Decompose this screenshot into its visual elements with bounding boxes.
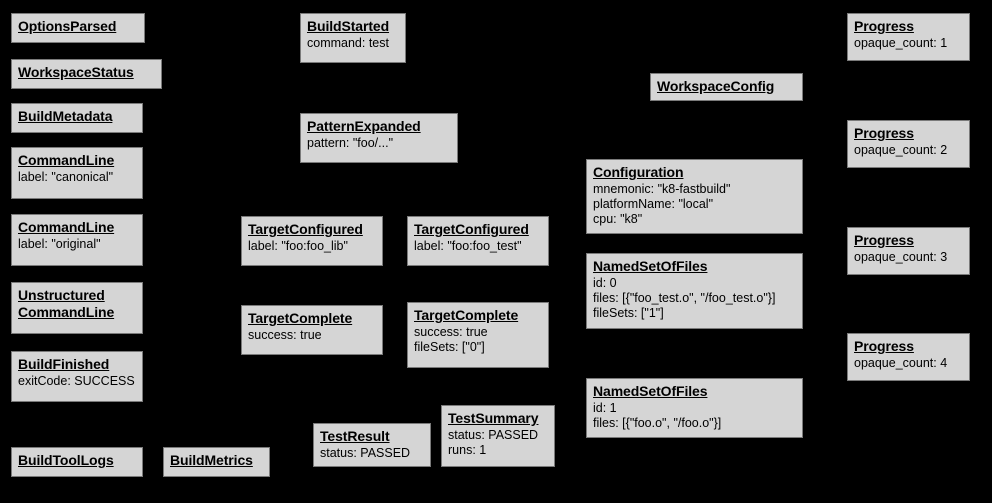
node-target-configured-lib[interactable]: TargetConfigured label: "foo:foo_lib" — [241, 216, 383, 266]
node-named-set-of-files-0[interactable]: NamedSetOfFiles id: 0 files: [{"foo_test.… — [586, 253, 803, 329]
node-fields: command: test — [307, 36, 389, 50]
node-unstructured-command-line[interactable]: Unstructured CommandLine — [11, 282, 143, 334]
node-title: Unstructured CommandLine — [18, 287, 115, 320]
node-fields: success: true — [248, 328, 322, 342]
node-title: NamedSetOfFiles — [593, 258, 708, 274]
node-build-started[interactable]: BuildStarted command: test — [300, 13, 406, 63]
node-target-complete-test[interactable]: TargetComplete success: true fileSets: ["… — [407, 302, 549, 368]
node-command-line-canonical[interactable]: CommandLine label: "canonical" — [11, 147, 143, 199]
node-fields: id: 1 files: [{"foo.o", "/foo.o"}] — [593, 401, 722, 430]
node-title: BuildStarted — [307, 18, 390, 34]
node-target-complete-lib[interactable]: TargetComplete success: true — [241, 305, 383, 355]
node-progress-2[interactable]: Progress opaque_count: 2 — [847, 120, 970, 168]
node-fields: status: PASSED — [320, 446, 411, 460]
node-title: TestResult — [320, 428, 390, 444]
node-fields: label: "original" — [18, 237, 101, 251]
node-title: PatternExpanded — [307, 118, 421, 134]
node-fields: opaque_count: 3 — [854, 250, 948, 264]
node-progress-4[interactable]: Progress opaque_count: 4 — [847, 333, 970, 381]
node-build-metrics[interactable]: BuildMetrics — [163, 447, 270, 477]
node-title: NamedSetOfFiles — [593, 383, 708, 399]
node-test-result[interactable]: TestResult status: PASSED — [313, 423, 431, 467]
node-title: WorkspaceConfig — [657, 78, 775, 94]
node-build-tool-logs[interactable]: BuildToolLogs — [11, 447, 143, 477]
node-progress-3[interactable]: Progress opaque_count: 3 — [847, 227, 970, 275]
node-build-metadata[interactable]: BuildMetadata — [11, 103, 143, 133]
node-fields: label: "canonical" — [18, 170, 114, 184]
node-fields: opaque_count: 2 — [854, 143, 948, 157]
node-test-summary[interactable]: TestSummary status: PASSED runs: 1 — [441, 405, 555, 467]
node-build-finished[interactable]: BuildFinished exitCode: SUCCESS — [11, 351, 143, 402]
node-title: OptionsParsed — [18, 18, 117, 34]
node-fields: opaque_count: 4 — [854, 356, 948, 370]
node-title: TargetComplete — [414, 307, 519, 323]
node-fields: status: PASSED runs: 1 — [448, 428, 539, 457]
node-title: Progress — [854, 18, 914, 34]
node-title: BuildFinished — [18, 356, 110, 372]
node-configuration[interactable]: Configuration mnemonic: "k8-fastbuild" pl… — [586, 159, 803, 234]
node-fields: success: true fileSets: ["0"] — [414, 325, 488, 354]
node-title: CommandLine — [18, 219, 115, 235]
node-title: BuildMetrics — [170, 452, 253, 468]
node-fields: label: "foo:foo_test" — [414, 239, 522, 253]
node-fields: mnemonic: "k8-fastbuild" platformName: "… — [593, 182, 731, 226]
node-options-parsed[interactable]: OptionsParsed — [11, 13, 145, 43]
node-workspace-status[interactable]: WorkspaceStatus — [11, 59, 162, 89]
node-title: Progress — [854, 125, 914, 141]
node-fields: opaque_count: 1 — [854, 36, 948, 50]
node-title: TargetConfigured — [248, 221, 363, 237]
node-title: WorkspaceStatus — [18, 64, 134, 80]
node-fields: label: "foo:foo_lib" — [248, 239, 348, 253]
node-progress-1[interactable]: Progress opaque_count: 1 — [847, 13, 970, 61]
node-command-line-original[interactable]: CommandLine label: "original" — [11, 214, 143, 266]
node-named-set-of-files-1[interactable]: NamedSetOfFiles id: 1 files: [{"foo.o", "… — [586, 378, 803, 438]
node-title: BuildMetadata — [18, 108, 113, 124]
node-target-configured-test[interactable]: TargetConfigured label: "foo:foo_test" — [407, 216, 549, 266]
node-fields: exitCode: SUCCESS — [18, 374, 135, 388]
node-title: Configuration — [593, 164, 684, 180]
node-title: TargetConfigured — [414, 221, 529, 237]
node-fields: pattern: "foo/..." — [307, 136, 394, 150]
node-fields: id: 0 files: [{"foo_test.o", "/foo_test.… — [593, 276, 776, 320]
node-title: TargetComplete — [248, 310, 353, 326]
node-title: CommandLine — [18, 152, 115, 168]
node-title: BuildToolLogs — [18, 452, 114, 468]
node-pattern-expanded[interactable]: PatternExpanded pattern: "foo/..." — [300, 113, 458, 163]
node-title: Progress — [854, 232, 914, 248]
node-workspace-config[interactable]: WorkspaceConfig — [650, 73, 803, 101]
node-title: TestSummary — [448, 410, 539, 426]
node-title: Progress — [854, 338, 914, 354]
